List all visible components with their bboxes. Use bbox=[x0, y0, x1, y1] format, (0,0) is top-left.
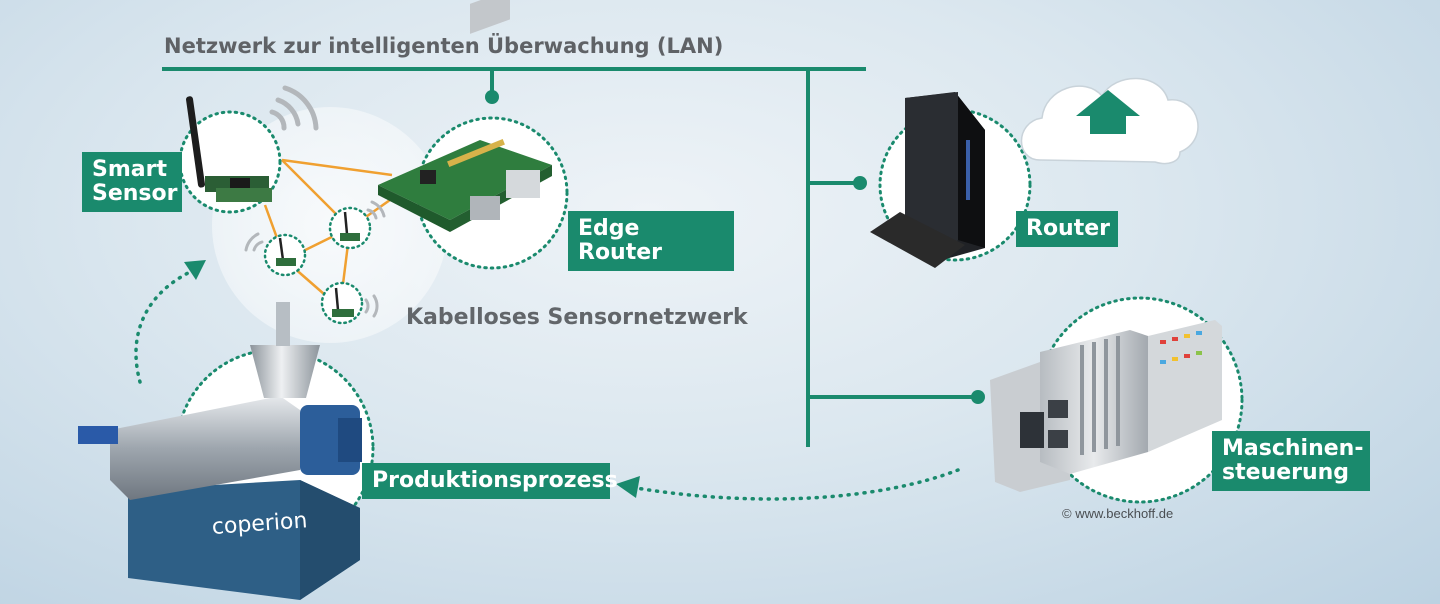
production-process-label: Produktionsprozess bbox=[362, 463, 618, 499]
lan-bus bbox=[162, 67, 978, 447]
machine-control-node bbox=[990, 296, 1244, 504]
router-label: Router bbox=[1016, 211, 1118, 247]
production-process-node: coperion bbox=[78, 302, 375, 600]
flow-arrows bbox=[134, 270, 960, 501]
copyright-notice: © www.beckhoff.de bbox=[1062, 506, 1174, 521]
cloud-upload-icon bbox=[1020, 77, 1199, 165]
lan-connection-dots bbox=[485, 90, 985, 404]
sensor-node-3 bbox=[320, 281, 364, 325]
diagram-title: Netzwerk zur intelligenten Überwachung (… bbox=[164, 34, 724, 58]
wireless-network-label: Kabelloses Sensornetzwerk bbox=[406, 305, 748, 330]
wifi-signal-icon bbox=[244, 85, 386, 318]
sensor-node-1 bbox=[263, 233, 307, 277]
machine-control-label: Maschinen- steuerung bbox=[1212, 431, 1370, 491]
smart-sensor-label: Smart Sensor bbox=[82, 152, 182, 212]
sensor-node-2 bbox=[328, 206, 372, 250]
edge-router-label: Edge Router bbox=[568, 211, 734, 271]
router-node bbox=[870, 92, 1032, 268]
edge-router-node bbox=[378, 0, 569, 270]
arrow-icon bbox=[184, 260, 640, 498]
smart-sensor-node bbox=[178, 96, 282, 214]
